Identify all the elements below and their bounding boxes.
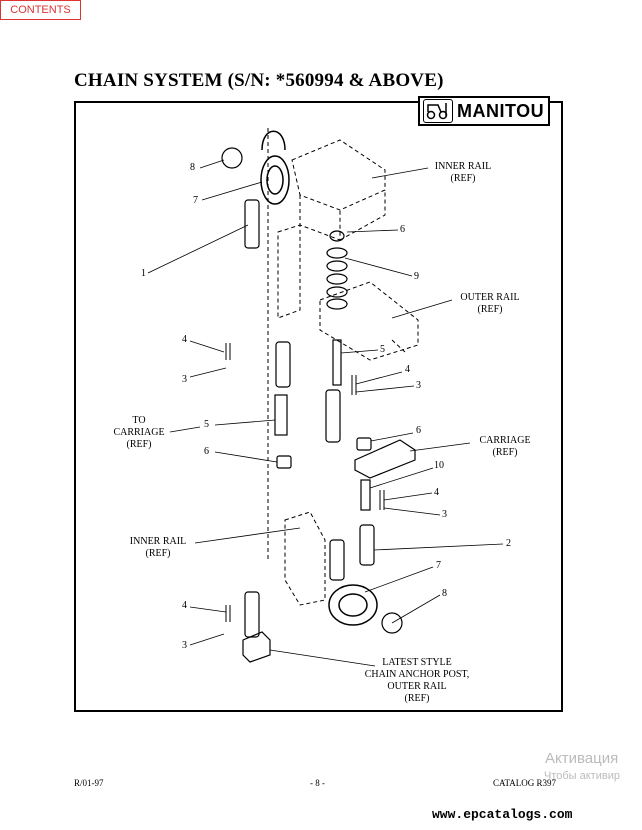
- callout-7: 7: [193, 195, 198, 206]
- callout-8: 8: [190, 162, 195, 173]
- callout-2: 2: [506, 538, 511, 549]
- forklift-icon: [423, 99, 453, 123]
- callout-6: 6: [400, 224, 405, 235]
- logo-text: MANITOU: [457, 100, 545, 121]
- callout-10: 10: [434, 460, 444, 471]
- chain-bolts: [274, 339, 371, 511]
- contents-button[interactable]: CONTENTS: [0, 0, 81, 20]
- label-carriage: CARRIAGE (REF): [479, 435, 531, 458]
- footer-catalog: CATALOG R397: [493, 778, 557, 788]
- callout-3: 3: [442, 509, 447, 520]
- nuts: [276, 437, 372, 469]
- site-url[interactable]: www.epcatalogs.com: [432, 807, 573, 822]
- manitou-logo: MANITOU: [418, 96, 550, 126]
- callout-3: 3: [416, 380, 421, 391]
- callout-3: 3: [182, 640, 187, 651]
- washer-stack: [326, 230, 348, 310]
- callout-3: 3: [182, 374, 187, 385]
- chain-left: [244, 199, 291, 638]
- callout-8: 8: [442, 588, 447, 599]
- callout-4: 4: [182, 600, 187, 611]
- label-to-carriage: TO CARRIAGE (REF): [113, 415, 165, 450]
- anchor-post: [242, 631, 271, 663]
- callout-6: 6: [204, 446, 209, 457]
- callout-5: 5: [380, 344, 385, 355]
- callout-4: 4: [182, 334, 187, 345]
- callout-4: 4: [434, 487, 439, 498]
- callout-7: 7: [436, 560, 441, 571]
- outer-rail-drawing: [319, 281, 419, 361]
- carriage-plate: [354, 439, 416, 479]
- page-title: CHAIN SYSTEM (S/N: *560994 & ABOVE): [74, 70, 444, 91]
- label-inner-rail-top: INNER RAIL (REF): [434, 161, 492, 184]
- label-outer-rail: OUTER RAIL (REF): [460, 292, 520, 315]
- chain-right: [325, 389, 375, 581]
- inner-rail-bottom-drawing: [284, 511, 326, 606]
- callout-6: 6: [416, 425, 421, 436]
- callout-4: 4: [405, 364, 410, 375]
- leader-lines: [147, 159, 504, 667]
- footer-date: R/01-97: [74, 778, 104, 788]
- snap-rings: [221, 147, 403, 634]
- callout-1: 1: [141, 268, 146, 279]
- pulley-bottom: [328, 584, 378, 626]
- cotter-pins: [225, 343, 385, 622]
- label-inner-rail-bottom: INNER RAIL (REF): [129, 536, 187, 559]
- activation-watermark-title: Активация: [545, 750, 619, 767]
- diagram-frame: [74, 101, 563, 712]
- inner-rail-top-drawing: [291, 139, 386, 241]
- callout-9: 9: [414, 271, 419, 282]
- footer-page-number: - 8 -: [310, 778, 325, 788]
- label-latest-style: LATEST STYLE CHAIN ANCHOR POST, OUTER RA…: [364, 657, 470, 704]
- activation-watermark-subtitle: Чтобы активир: [544, 770, 620, 782]
- pulley-top: [260, 130, 290, 205]
- callout-5: 5: [204, 419, 209, 430]
